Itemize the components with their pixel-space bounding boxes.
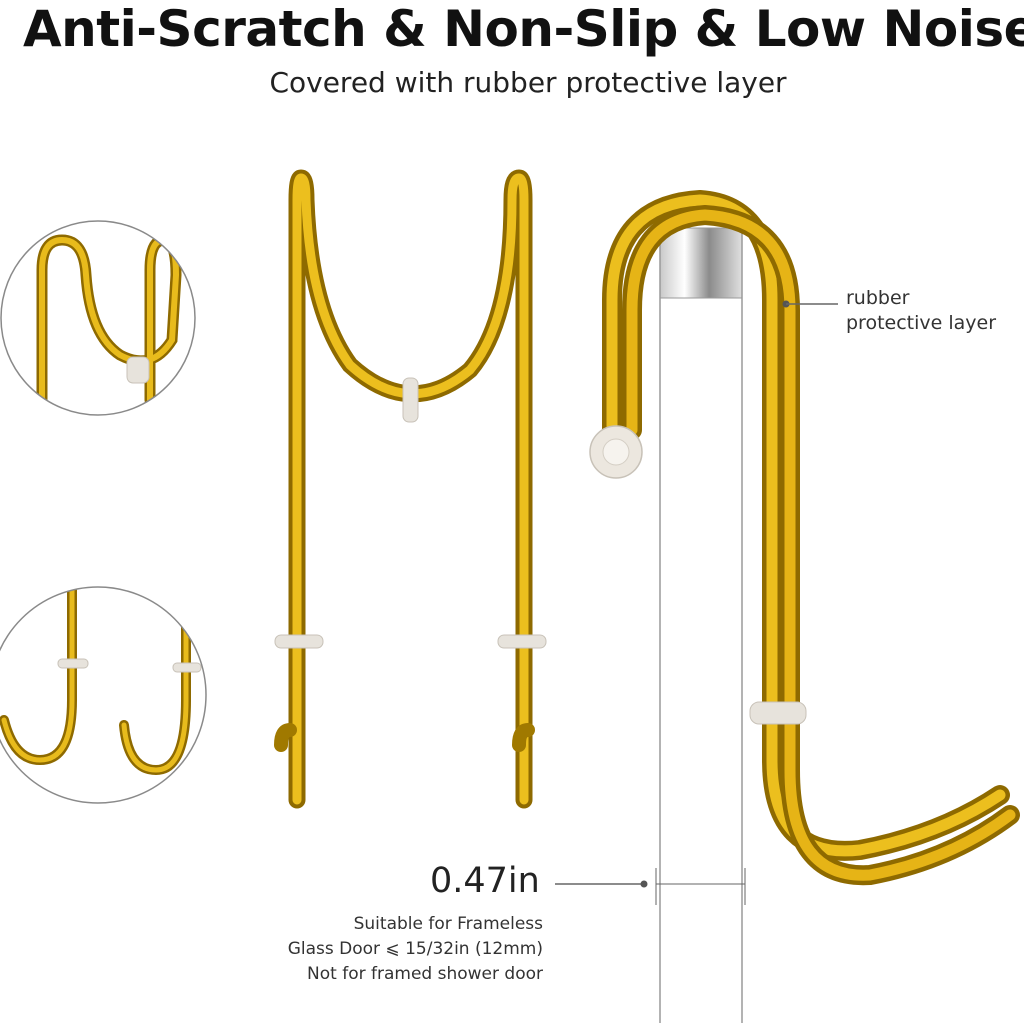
detail-circle-bottom [0, 587, 202, 776]
callout-line-2: protective layer [846, 312, 997, 334]
subheadline: Covered with rubber protective layer [269, 66, 787, 99]
compatibility-line-1: Suitable for Frameless [353, 914, 543, 934]
compatibility-note: Suitable for Frameless Glass Door ⩽ 15/3… [230, 912, 543, 987]
compatibility-line-2: Glass Door ⩽ 15/32in (12mm) [287, 939, 543, 959]
side-view-hook [589, 189, 1020, 886]
glass-panel [659, 227, 743, 1023]
measurement-indicator [555, 868, 746, 905]
front-view-hook [274, 169, 547, 809]
headline: Anti-Scratch & Non-Slip & Low Noise [22, 0, 1024, 58]
rubber-layer-callout: rubber protective layer [846, 286, 996, 336]
callout-line-1: rubber [846, 287, 910, 309]
detail-circle-top [36, 234, 182, 406]
compatibility-line-3: Not for framed shower door [307, 964, 543, 984]
thickness-value: 0.47in [430, 861, 540, 901]
callout-leader [782, 300, 838, 308]
